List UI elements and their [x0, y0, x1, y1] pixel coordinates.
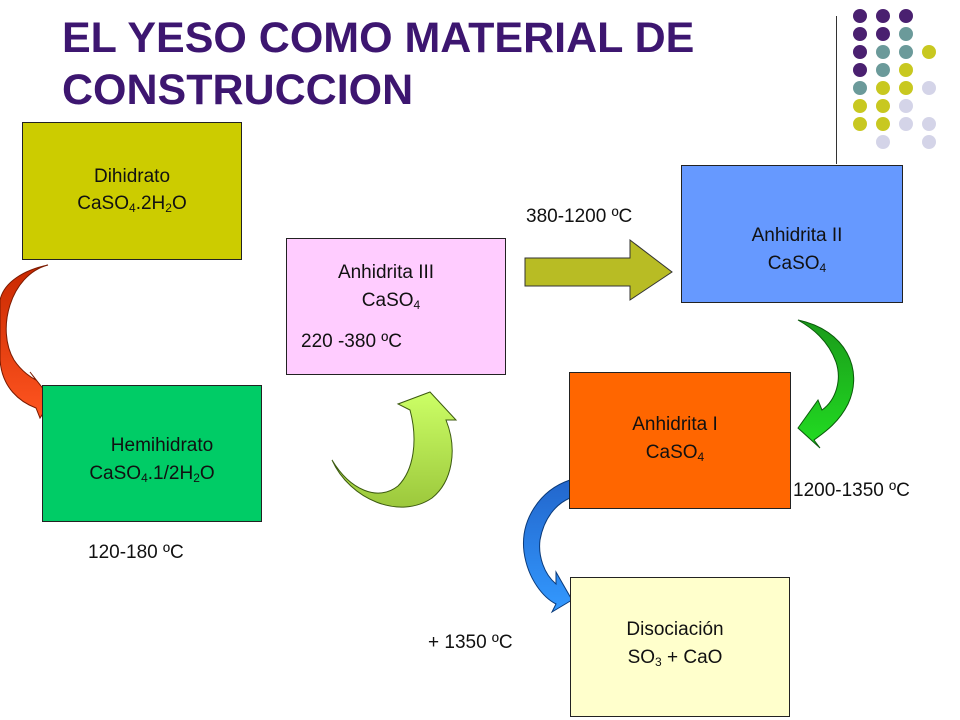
- straight-arrow-anhidrita3-to-anhidrita2: [524, 238, 673, 301]
- divider-line: [836, 16, 837, 164]
- anhidrita2-formula: CaSO4: [767, 253, 827, 275]
- box-dihidrato: Dihidrato CaSO4.2H2O: [22, 122, 242, 260]
- decorative-dot: [899, 63, 913, 77]
- temp-label-plus-1350: + 1350 ºC: [428, 632, 513, 653]
- hemihidrato-name: Hemihidrato: [110, 435, 214, 456]
- decorative-dot: [853, 27, 867, 41]
- decorative-dot: [899, 99, 913, 113]
- decorative-dot: [853, 9, 867, 23]
- decorative-dot: [922, 117, 936, 131]
- hemihidrato-formula: CaSO4.1/2H2O: [89, 463, 215, 485]
- disociacion-formula: SO3 + CaO: [627, 647, 723, 669]
- decorative-dot: [876, 63, 890, 77]
- disociacion-name: Disociación: [626, 619, 724, 640]
- decorative-dot: [876, 81, 890, 95]
- temp-label-380-1200: 380-1200 ºC: [526, 206, 633, 227]
- decorative-dot: [922, 45, 936, 59]
- decorative-dot: [899, 81, 913, 95]
- decorative-dot: [876, 45, 890, 59]
- anhidrita2-name: Anhidrita II: [751, 225, 843, 246]
- decorative-dot: [876, 135, 890, 149]
- box-anhidrita-ii: Anhidrita II CaSO4: [681, 165, 903, 303]
- decorative-dot: [899, 117, 913, 131]
- curved-arrow-hemihidrato-to-anhidrita3: [331, 391, 458, 508]
- dihidrato-formula: CaSO4.2H2O: [77, 193, 187, 215]
- decorative-dot: [853, 117, 867, 131]
- decorative-dot: [853, 45, 867, 59]
- decorative-dot: [922, 135, 936, 149]
- curved-arrow-anhidrita1-to-disociacion: [523, 479, 573, 614]
- box-anhidrita-i: Anhidrita I CaSO4: [569, 372, 791, 509]
- decorative-dot: [899, 9, 913, 23]
- anhidrita1-formula: CaSO4: [645, 442, 705, 464]
- decorative-dot: [876, 99, 890, 113]
- decorative-dot: [922, 81, 936, 95]
- dihidrato-name: Dihidrato: [93, 166, 171, 187]
- box-hemihidrato: Hemihidrato CaSO4.1/2H2O: [42, 385, 262, 522]
- decorative-dot: [899, 45, 913, 59]
- temp-label-1200-1350: 1200-1350 ºC: [793, 480, 910, 501]
- decorative-dot: [876, 9, 890, 23]
- page-title: EL YESO COMO MATERIAL DE CONSTRUCCION: [62, 14, 695, 114]
- decorative-dot: [876, 117, 890, 131]
- anhidrita3-formula: CaSO4: [361, 290, 421, 312]
- anhidrita1-name: Anhidrita I: [632, 414, 718, 435]
- decorative-dot: [853, 81, 867, 95]
- temp-label-120-180: 120-180 ºC: [88, 542, 184, 563]
- curved-arrow-anhidrita2-to-anhidrita1: [797, 319, 855, 449]
- decorative-dot: [876, 27, 890, 41]
- box-anhidrita-iii: Anhidrita III CaSO4 220 -380 ºC: [286, 238, 506, 375]
- box-disociacion: Disociación SO3 + CaO: [570, 577, 790, 717]
- curved-arrow-dihidrato-to-hemihidrato: [0, 264, 53, 420]
- decorative-dot: [853, 99, 867, 113]
- anhidrita3-name: Anhidrita III: [337, 262, 435, 283]
- decorative-dot: [853, 63, 867, 77]
- anhidrita3-temperature: 220 -380 ºC: [301, 331, 402, 352]
- decorative-dot: [899, 27, 913, 41]
